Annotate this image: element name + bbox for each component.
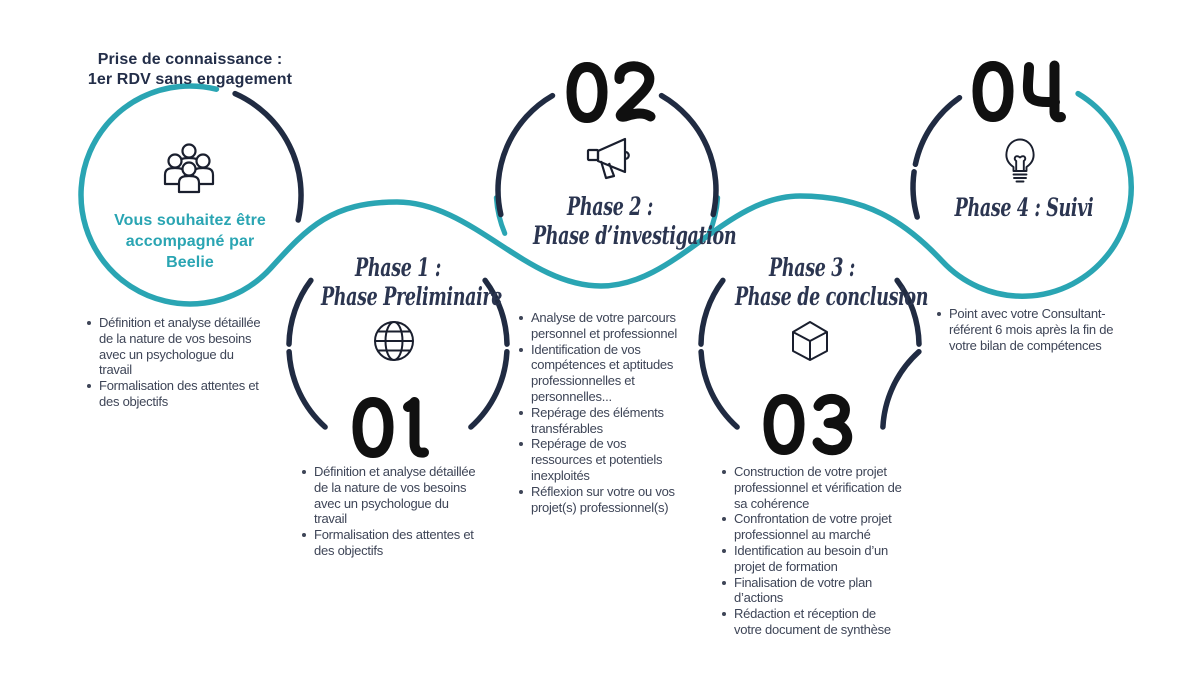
phase-1-title-line1: Phase 1 : [355, 253, 441, 282]
bullet-item: Confrontation de votre projet profession… [720, 511, 904, 543]
intro-heading-line1: Prise de connaissance : [97, 51, 283, 68]
phase-2-title-line2: Phase d’investigation [533, 221, 737, 250]
circle1-arc-right-top [482, 277, 510, 347]
bullet-item: Réflexion sur votre ou vos projet(s) pro… [517, 484, 683, 516]
circle4-arc-left-bottom [910, 169, 920, 220]
bullet-item: Repérage des éléments transférables [517, 405, 683, 437]
phase-3-bullet-list: Construction de votre projet professionn… [720, 464, 904, 638]
circle3-arc-left-top [698, 277, 726, 347]
phase-3-number [763, 393, 853, 456]
phase-4-title-line1: Phase 4 : Suivi [954, 193, 1094, 222]
bullet-item: Point avec votre Consultant-référent 6 m… [935, 306, 1124, 353]
phase-2-title: Phase 2 : Phase d’investigation [533, 192, 737, 250]
digit-0 [566, 62, 608, 123]
digit-0 [352, 397, 394, 458]
digit-2 [614, 61, 656, 122]
phase-3-title-line2: Phase de conclusion [735, 282, 929, 311]
phase-1-bullet-list: Définition et analyse détaillée de la na… [300, 464, 480, 559]
intro-label-line2: accompagné par [125, 233, 255, 250]
circle3-arc-right-top [894, 277, 922, 347]
globe-icon [374, 321, 414, 361]
phase-2-title-line1: Phase 2 : [567, 192, 653, 221]
teal-wave-path [78, 83, 1134, 307]
bullet-item: Formalisation des attentes et des object… [300, 527, 480, 559]
lightbulb-icon [1005, 138, 1035, 183]
circle2-arc-right [658, 92, 719, 218]
intro-heading-line2: 1er RDV sans engagement [87, 71, 293, 88]
bullet-item: Formalisation des attentes et des object… [85, 378, 265, 410]
intro-circle-label: Vous souhaitez être accompagné par Beeli… [80, 210, 300, 273]
bullet-item: Définition et analyse détaillée de la na… [300, 464, 480, 527]
digit-3 [812, 393, 853, 456]
cube-icon [792, 321, 828, 361]
megaphone-icon [586, 137, 630, 180]
phase-2-bullet-list: Analyse de votre parcours personnel et p… [517, 310, 683, 515]
phase-3-title: Phase 3 : Phase de conclusion [735, 253, 929, 311]
digit-0 [972, 61, 1014, 122]
bullet-item: Analyse de votre parcours personnel et p… [517, 310, 683, 342]
circle0-navy-arc [232, 90, 304, 223]
navy-arcs [232, 90, 963, 430]
bullet-item: Identification de vos compétences et apt… [517, 342, 683, 405]
bullet-item: Définition et analyse détaillée de la na… [85, 315, 265, 378]
digit-4 [1022, 60, 1066, 123]
circle2-arc-left [495, 92, 556, 218]
phase-1-title: Phase 1 : Phase Preliminaire [321, 253, 503, 311]
phase-3-title-line1: Phase 3 : [769, 253, 855, 282]
bullet-item: Repérage de vos ressources et potentiels… [517, 436, 683, 483]
bullet-item: Identification au besoin d’un projet de … [720, 543, 904, 575]
phase-4-bullet-list: Point avec votre Consultant-référent 6 m… [935, 306, 1124, 353]
digit-0 [763, 394, 805, 455]
phase-1-number [352, 397, 429, 458]
bullet-item: Construction de votre projet professionn… [720, 464, 904, 511]
phase-1-title-line2: Phase Preliminaire [321, 282, 503, 311]
intro-label-line1: Vous souhaitez être [114, 212, 266, 229]
phase-2-number [566, 61, 656, 123]
bullet-item: Finalisation de votre plan d’actions [720, 575, 904, 607]
circle3-arc-left-bottom [698, 348, 740, 430]
circle4-arc-left-top [912, 94, 963, 168]
people-icon [163, 143, 215, 194]
phase-4-number [972, 60, 1066, 123]
digit-1 [403, 397, 429, 458]
circle1-arc-left-top [286, 277, 314, 347]
circle1-arc-left-bottom [286, 348, 328, 430]
bullet-item: Rédaction et réception de votre document… [720, 606, 904, 638]
intro-bullet-list: Définition et analyse détaillée de la na… [85, 315, 265, 410]
phase-4-title: Phase 4 : Suivi [947, 193, 1101, 222]
intro-label-line3: Beelie [166, 254, 214, 271]
circle1-arc-right-bottom [468, 348, 510, 430]
circle3-arc-right-bottom [880, 348, 922, 430]
intro-heading: Prise de connaissance : 1er RDV sans eng… [60, 50, 320, 90]
